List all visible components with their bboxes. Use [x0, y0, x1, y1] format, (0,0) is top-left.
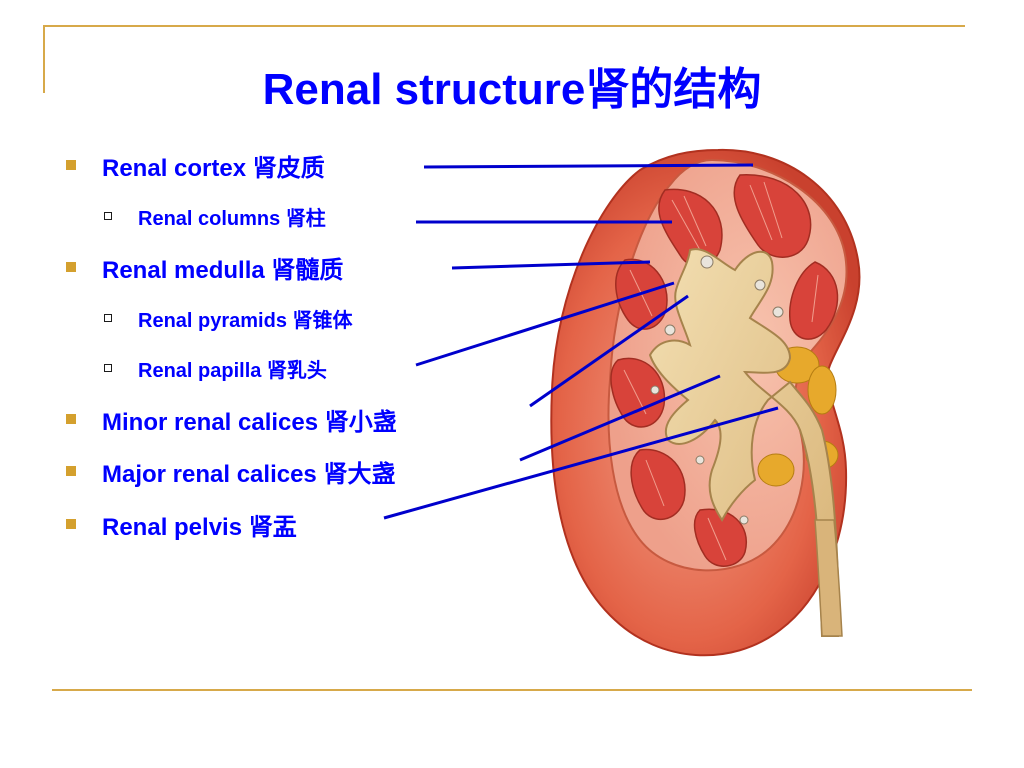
bullet-label: Major renal calices 肾大盏	[102, 460, 396, 488]
hollow-square-bullet-icon	[104, 212, 112, 220]
square-bullet-icon	[66, 519, 76, 529]
bullet-renal-cortex: Renal cortex 肾皮质	[66, 145, 325, 185]
slide-title: Renal structure肾的结构	[262, 65, 762, 114]
bullet-renal-papilla: Renal papilla 肾乳头	[104, 348, 327, 388]
hollow-square-bullet-icon	[104, 314, 112, 322]
bullet-minor-renal-calices: Minor renal calices 肾小盏	[66, 399, 397, 439]
square-bullet-icon	[66, 160, 76, 170]
hollow-square-bullet-icon	[104, 364, 112, 372]
bullet-renal-pyramids: Renal pyramids 肾锥体	[104, 298, 353, 338]
square-bullet-icon	[66, 466, 76, 476]
square-bullet-icon	[66, 262, 76, 272]
bullet-renal-pelvis: Renal pelvis 肾盂	[66, 504, 297, 544]
bullet-major-renal-calices: Major renal calices 肾大盏	[66, 451, 396, 491]
bullet-label: Renal pyramids 肾锥体	[138, 309, 353, 332]
bullet-label: Minor renal calices 肾小盏	[102, 408, 397, 436]
bullet-renal-columns: Renal columns 肾柱	[104, 196, 326, 236]
bullet-renal-medulla: Renal medulla 肾髓质	[66, 247, 344, 287]
slide-frame-left-rule	[43, 25, 45, 93]
square-bullet-icon	[66, 414, 76, 424]
bullet-label: Renal columns 肾柱	[138, 207, 326, 230]
bullet-label: Renal cortex 肾皮质	[102, 154, 325, 182]
bullet-label: Renal pelvis 肾盂	[102, 513, 297, 541]
slide-footer-rule	[52, 689, 972, 691]
bullet-label: Renal papilla 肾乳头	[138, 359, 327, 382]
bullet-label: Renal medulla 肾髓质	[102, 256, 344, 284]
slide-frame-top-rule	[43, 25, 965, 27]
